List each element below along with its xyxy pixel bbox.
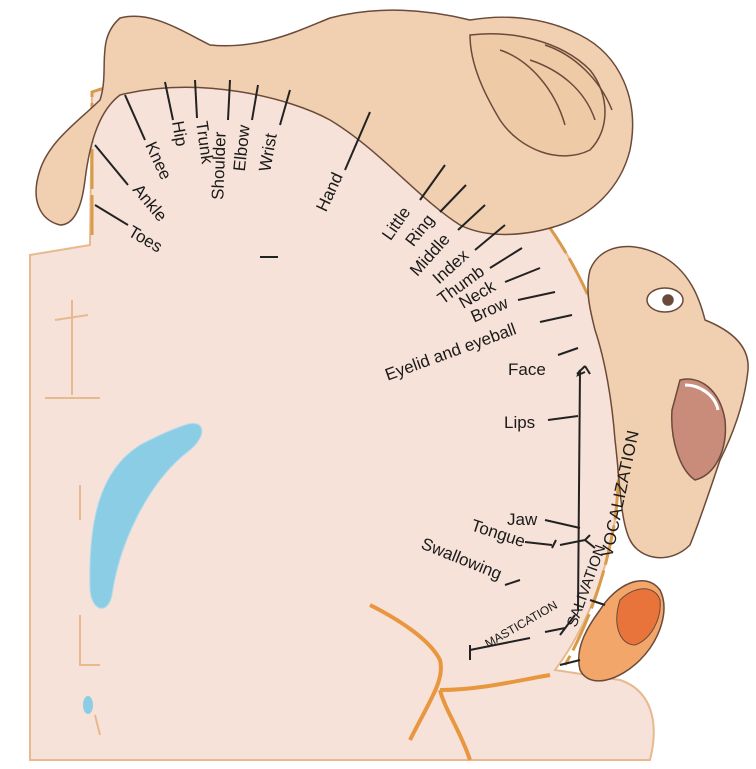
label-shoulder: Shoulder xyxy=(208,131,229,200)
label-lips: Lips xyxy=(504,413,535,432)
small-ventricle xyxy=(83,696,93,714)
label-jaw: Jaw xyxy=(507,510,538,529)
label-face: Face xyxy=(508,360,546,379)
